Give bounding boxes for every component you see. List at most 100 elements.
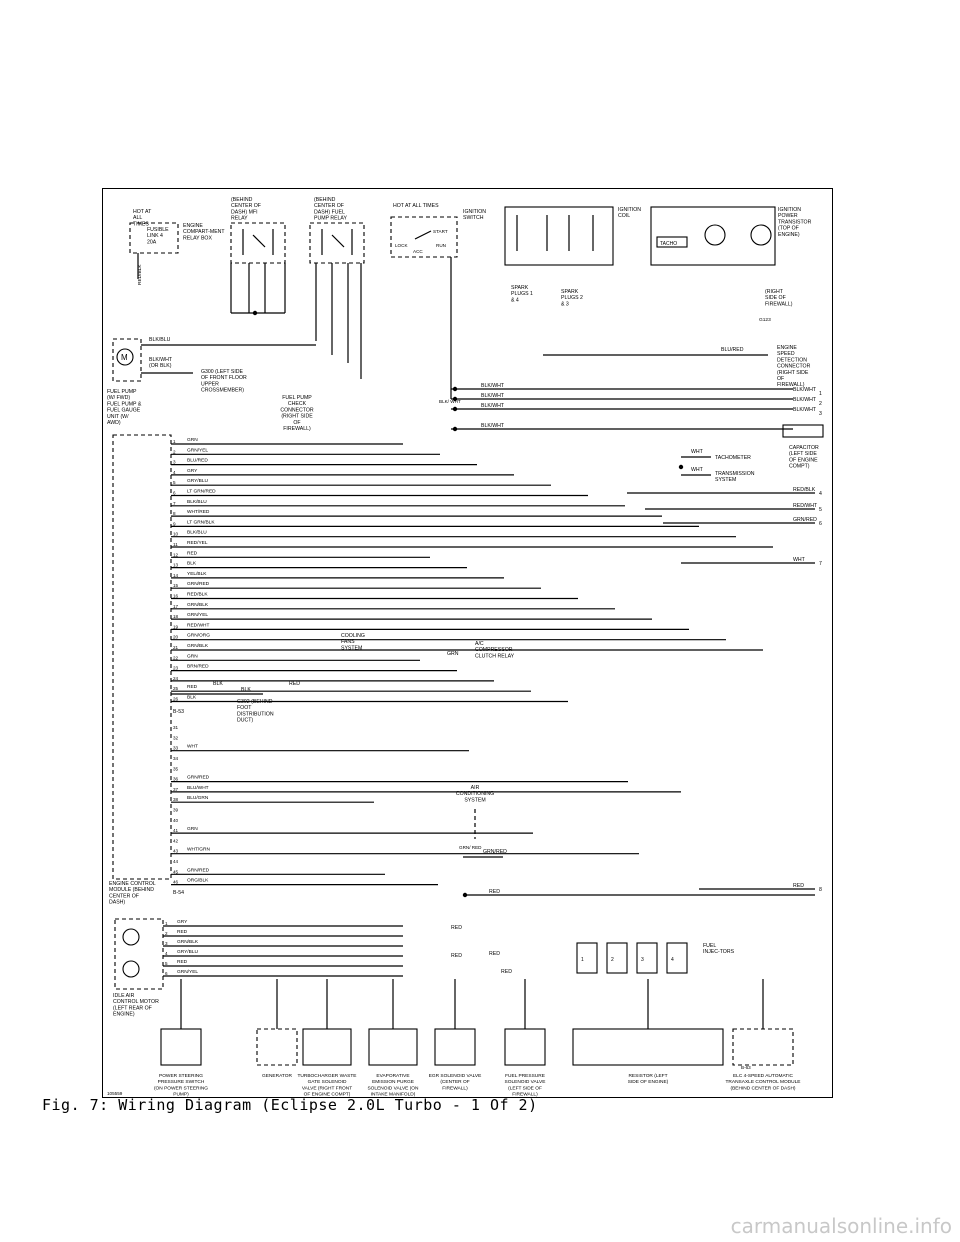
ign-switch-arm bbox=[414, 230, 432, 240]
ecm-pin-number: 22 bbox=[173, 655, 179, 660]
ecm-connector-c: B-54 bbox=[173, 890, 184, 896]
wire-label-blk-wht-or-blk: BLK/WHT(OR BLK) bbox=[149, 357, 173, 369]
transistor-symbol bbox=[704, 224, 726, 246]
tacho-box bbox=[656, 236, 688, 248]
wire-label-blu-red: BLU/RED bbox=[721, 347, 744, 353]
ecm-pin-number: 35 bbox=[173, 766, 179, 771]
right-wire-label: BLK/WHT bbox=[793, 397, 817, 403]
ecm-pin-number: 13 bbox=[173, 563, 179, 568]
mfi-relay-box bbox=[230, 222, 286, 264]
ecm-pin-number: 26 bbox=[173, 697, 179, 702]
fuel-injector-number: 3 bbox=[641, 957, 644, 963]
bottom-component-label: GENERATOR bbox=[262, 1073, 292, 1079]
iac-wire-label: GRY/BLU bbox=[177, 949, 199, 955]
ecm-pin-number: 40 bbox=[173, 818, 179, 823]
ecm-wire-label: YEL/BLK bbox=[187, 571, 207, 577]
ecm-pin-number: 21 bbox=[173, 645, 179, 650]
ecm-wire-label: RED/BLK bbox=[187, 592, 208, 598]
fuel-injector-box bbox=[666, 942, 688, 974]
idle-air-motor-box bbox=[114, 918, 164, 990]
iac-wire-label: RED bbox=[177, 959, 188, 965]
bottom-component-box bbox=[434, 1028, 476, 1066]
ecm-pin-number: 1 bbox=[173, 439, 176, 444]
wire-label-blk-wht: BLK/WHT bbox=[481, 423, 505, 429]
iac-pin-number: 5 bbox=[165, 961, 168, 966]
components bbox=[112, 206, 824, 1066]
wire-label-red: RED bbox=[489, 889, 500, 895]
ecm-pin-number: 24 bbox=[173, 676, 179, 681]
wire-label-blk-wht-v: BLK/ WHT bbox=[439, 399, 461, 404]
ecm-wire-label: GRY/BLU bbox=[187, 478, 209, 484]
ecm-pin-number: 7 bbox=[173, 501, 176, 506]
g123-label: G123 bbox=[759, 317, 771, 323]
ecm-wire-label: GRN/RED bbox=[187, 775, 210, 781]
ecm-wire-label: GRN/BLK bbox=[187, 602, 209, 608]
iac-coil bbox=[122, 928, 140, 946]
ecm-pin-number: 44 bbox=[173, 859, 179, 864]
fuel-pump-box bbox=[112, 338, 142, 382]
ecm-wire-label: GRN/RED bbox=[187, 581, 210, 587]
ign-run-label: RUN bbox=[436, 243, 446, 248]
ecm-pin-number: 45 bbox=[173, 869, 179, 874]
ecm-wire-label: GRN/YEL bbox=[187, 447, 208, 453]
ecm-wire-label: GRN bbox=[187, 437, 198, 443]
right-wire-pin: 3 bbox=[819, 411, 822, 417]
ecm-wire-label: WHT bbox=[187, 744, 198, 750]
ignition-transistor-box bbox=[650, 206, 776, 266]
fuel-pump-motor bbox=[116, 348, 134, 366]
diagram-code: 105559 bbox=[107, 1091, 123, 1096]
wire-label-blk-wht: BLK/WHT bbox=[481, 393, 505, 399]
wire-label-red: RED bbox=[289, 681, 300, 687]
ecm-wire-label: GRN/YEL bbox=[187, 612, 208, 618]
splice-dot bbox=[452, 386, 458, 392]
bottom-component-box bbox=[732, 1028, 794, 1066]
fuel-pump-motor-label: M bbox=[121, 353, 128, 362]
ecm-pin-number: 8 bbox=[173, 511, 176, 516]
iac-pin-number: 4 bbox=[165, 951, 168, 956]
ecm-wire-label: WHT/RED bbox=[187, 509, 210, 515]
ecm-pin-number: 20 bbox=[173, 635, 179, 640]
ecm-wire-label: BLK/BLU bbox=[187, 499, 207, 505]
right-wire-label: WHT bbox=[793, 557, 806, 563]
ecm-pin-number: 12 bbox=[173, 552, 179, 557]
fuel-pump-relay-box bbox=[309, 222, 365, 264]
fuel-injector-box bbox=[636, 942, 658, 974]
bottom-component-box bbox=[572, 1028, 724, 1066]
ecm-wire-label: BLU/WHT bbox=[187, 785, 209, 791]
ign-start-label: START bbox=[433, 229, 448, 234]
right-wire-pin: 2 bbox=[819, 401, 822, 407]
ecm-pin-number: 2 bbox=[173, 449, 176, 454]
ecm-pin-number: 32 bbox=[173, 735, 179, 740]
iac-pin-number: 3 bbox=[165, 941, 168, 946]
elc-connector-label: B-63 bbox=[741, 1065, 751, 1070]
wire-label-red: RED bbox=[451, 925, 462, 931]
bottom-component-box bbox=[302, 1028, 352, 1066]
figure-caption: Fig. 7: Wiring Diagram (Eclipse 2.0L Tur… bbox=[42, 1096, 538, 1114]
ecm-wire-label: GRN/BLK bbox=[187, 643, 209, 649]
ecm-wire-label: ORG/BLK bbox=[187, 878, 209, 884]
ecm-wire-label: GRN/RED bbox=[187, 867, 210, 873]
wire-label-wht: WHT bbox=[691, 467, 704, 473]
iac-pin-number: 2 bbox=[165, 931, 168, 936]
ecm-pin-number: 42 bbox=[173, 838, 179, 843]
splice-dot bbox=[462, 892, 468, 898]
ign-acc-label: ACC bbox=[413, 249, 423, 254]
